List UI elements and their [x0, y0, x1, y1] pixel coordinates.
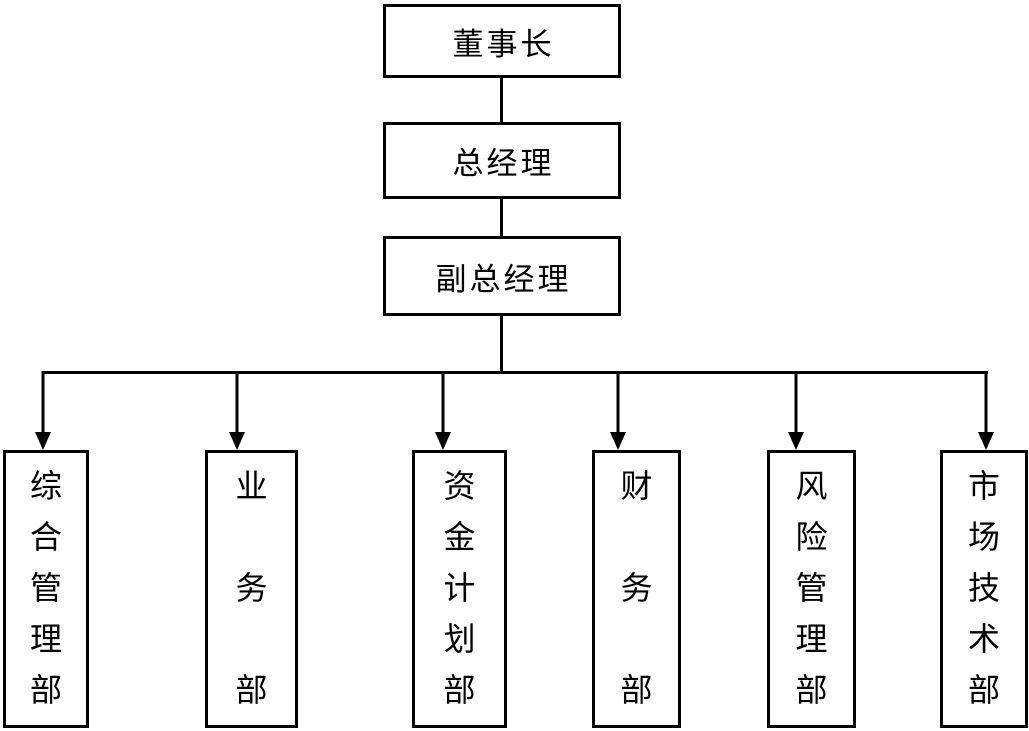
down-arrowhead-icon: [229, 432, 245, 450]
dept-label-char: 业: [235, 468, 268, 504]
dept-label-char: 场: [967, 519, 1000, 555]
dept-box-risk-management: 风险管理部: [767, 450, 856, 728]
distribution-line: [42, 371, 988, 374]
node-general-manager-label: 总经理: [452, 146, 555, 181]
dept-label: 综合管理部: [6, 453, 86, 725]
arrow-shaft: [984, 371, 988, 433]
dept-box-capital-planning: 资金计划部: [412, 450, 507, 728]
dept-label-char: 部: [795, 672, 828, 708]
dept-box-market-technology: 市场技术部: [940, 450, 1028, 728]
node-general-manager-box: 总经理: [383, 122, 621, 199]
connector-gm-to-deputy: [500, 198, 503, 237]
dept-label-char: 部: [443, 672, 476, 708]
dept-label-char: 综: [29, 468, 62, 504]
dept-label-char: 理: [29, 621, 62, 657]
branch-arrow-2: [228, 371, 246, 450]
dept-label-char: 务: [235, 570, 268, 606]
node-chairman-box: 董事长: [383, 4, 621, 78]
branch-arrow-6: [977, 371, 995, 450]
dept-label-char: 合: [29, 519, 62, 555]
arrow-shaft: [616, 371, 620, 433]
dept-label: 财务部: [595, 453, 678, 725]
dept-box-finance: 财务部: [592, 450, 681, 728]
down-arrowhead-icon: [35, 432, 51, 450]
arrow-shaft: [794, 371, 798, 433]
node-deputy-general-manager-label: 副总经理: [435, 261, 572, 297]
dept-label-char: 部: [967, 672, 1000, 708]
dept-label-char: 财: [620, 468, 653, 504]
dept-label: 业务部: [208, 453, 295, 725]
connector-chairman-to-gm: [500, 77, 503, 123]
branch-arrow-5: [787, 371, 805, 450]
dept-label-char: 资: [443, 468, 476, 504]
dept-label-char: 市: [967, 468, 1000, 504]
dept-label-char: 划: [443, 621, 476, 657]
dept-label-char: 技: [967, 570, 1000, 606]
down-arrowhead-icon: [788, 432, 804, 450]
dept-label-char: 管: [29, 570, 62, 606]
connector-deputy-to-distribution: [500, 315, 503, 373]
dept-label-char: 风: [795, 468, 828, 504]
arrow-shaft: [41, 371, 45, 433]
dept-label-char: 金: [443, 519, 476, 555]
dept-label-char: 术: [967, 621, 1000, 657]
arrow-shaft: [441, 371, 445, 433]
down-arrowhead-icon: [435, 432, 451, 450]
dept-label-char: 部: [235, 672, 268, 708]
dept-label: 市场技术部: [943, 453, 1025, 725]
dept-label-char: 险: [795, 519, 828, 555]
branch-arrow-4: [609, 371, 627, 450]
dept-box-comprehensive-management: 综合管理部: [3, 450, 89, 728]
dept-label-char: 理: [795, 621, 828, 657]
branch-arrow-3: [434, 371, 452, 450]
node-deputy-general-manager-box: 副总经理: [383, 236, 621, 316]
dept-label-char: 计: [443, 570, 476, 606]
dept-label: 资金计划部: [415, 453, 504, 725]
dept-box-business: 业务部: [205, 450, 298, 728]
dept-label-char: 部: [29, 672, 62, 708]
branch-arrow-1: [34, 371, 52, 450]
dept-label-char: 管: [795, 570, 828, 606]
node-chairman-label: 董事长: [452, 26, 555, 62]
arrow-shaft: [235, 371, 239, 433]
down-arrowhead-icon: [610, 432, 626, 450]
dept-label-char: 部: [620, 672, 653, 708]
dept-label: 风险管理部: [770, 453, 853, 725]
dept-label-char: 务: [620, 570, 653, 606]
down-arrowhead-icon: [978, 432, 994, 450]
